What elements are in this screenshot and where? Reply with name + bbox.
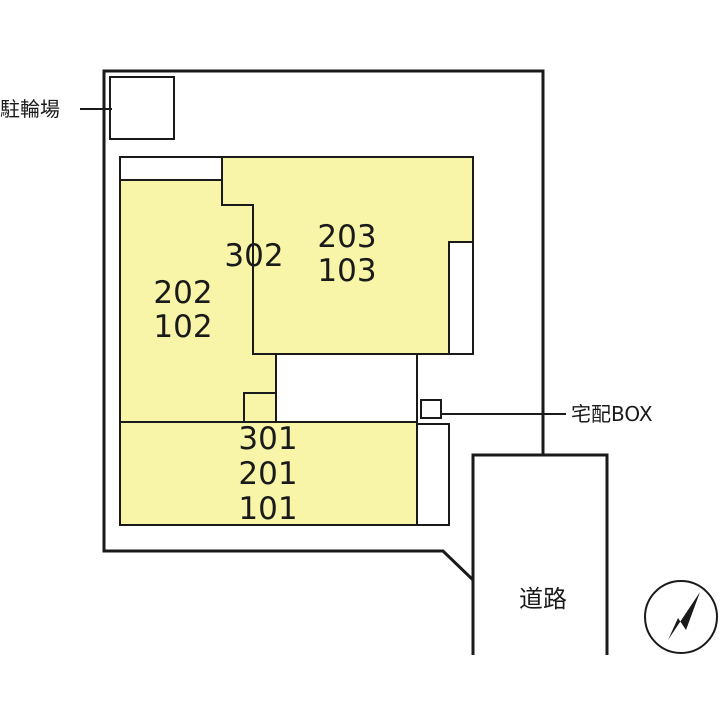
compass: [644, 580, 718, 654]
unit-label-102: 102: [153, 309, 212, 345]
courtyard: [275, 353, 418, 423]
north-arrow-icon: [668, 592, 700, 640]
entrance-strip: [119, 156, 223, 181]
unit-label-201: 201: [238, 456, 297, 492]
compass-ring: [644, 580, 718, 654]
road-label: 道路: [519, 585, 567, 613]
unit-label-203: 203: [317, 219, 376, 255]
side-strip: [416, 423, 450, 526]
unit-label-103: 103: [317, 253, 376, 289]
road: [471, 453, 609, 655]
delivery-box-label: 宅配BOX: [571, 402, 653, 426]
stair-notch: [243, 392, 276, 422]
balcony-right: [448, 241, 474, 355]
unit-label-301: 301: [238, 421, 297, 457]
delivery-box: [420, 399, 442, 419]
unit-label-101: 101: [238, 491, 297, 527]
bicycle-parking-area: [109, 76, 175, 140]
unit-label-202: 202: [153, 275, 212, 311]
unit-label-302: 302: [224, 238, 283, 274]
bicycle-parking-label: 駐輪場: [0, 97, 60, 121]
